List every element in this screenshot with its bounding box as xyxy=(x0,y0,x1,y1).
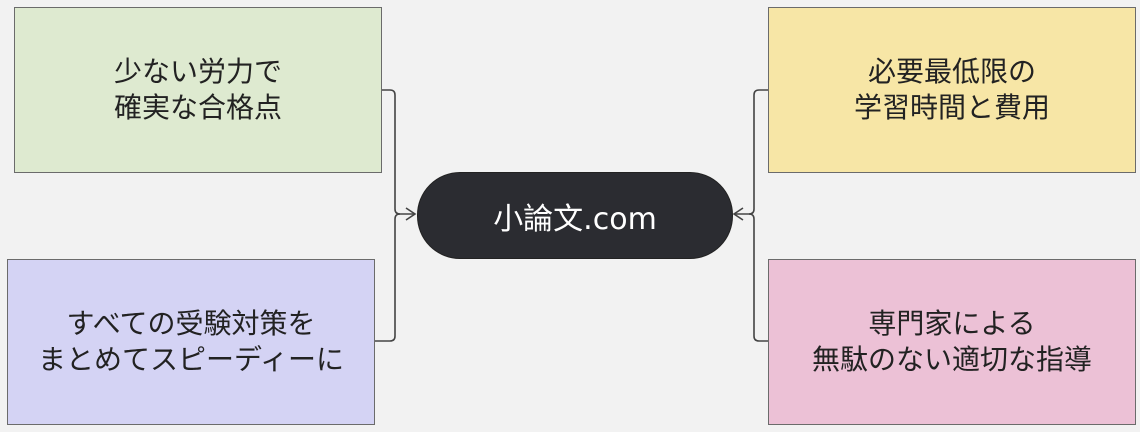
node-bottom-right[interactable]: 専門家による 無駄のない適切な指導 xyxy=(768,259,1136,425)
center-node[interactable]: 小論文.com xyxy=(417,172,733,259)
node-bottom-left[interactable]: すべての受験対策を まとめてスピーディーに xyxy=(7,259,375,425)
connector-bottom-right xyxy=(748,213,768,342)
connector-top-right xyxy=(734,89,768,215)
node-label: 必要最低限の 学習時間と費用 xyxy=(853,55,1050,124)
node-label: すべての受験対策を まとめてスピーディーに xyxy=(37,307,345,376)
arrow-right-icon xyxy=(732,207,744,221)
node-top-right[interactable]: 必要最低限の 学習時間と費用 xyxy=(768,7,1136,173)
connector-bottom-left xyxy=(374,213,401,342)
arrow-left-icon xyxy=(405,207,417,221)
connector-top-left xyxy=(381,89,415,215)
node-label: 少ない労力で 確実な合格点 xyxy=(113,55,282,124)
node-label: 専門家による 無駄のない適切な指導 xyxy=(811,307,1092,376)
center-label: 小論文.com xyxy=(493,201,657,237)
node-top-left[interactable]: 少ない労力で 確実な合格点 xyxy=(14,7,382,173)
